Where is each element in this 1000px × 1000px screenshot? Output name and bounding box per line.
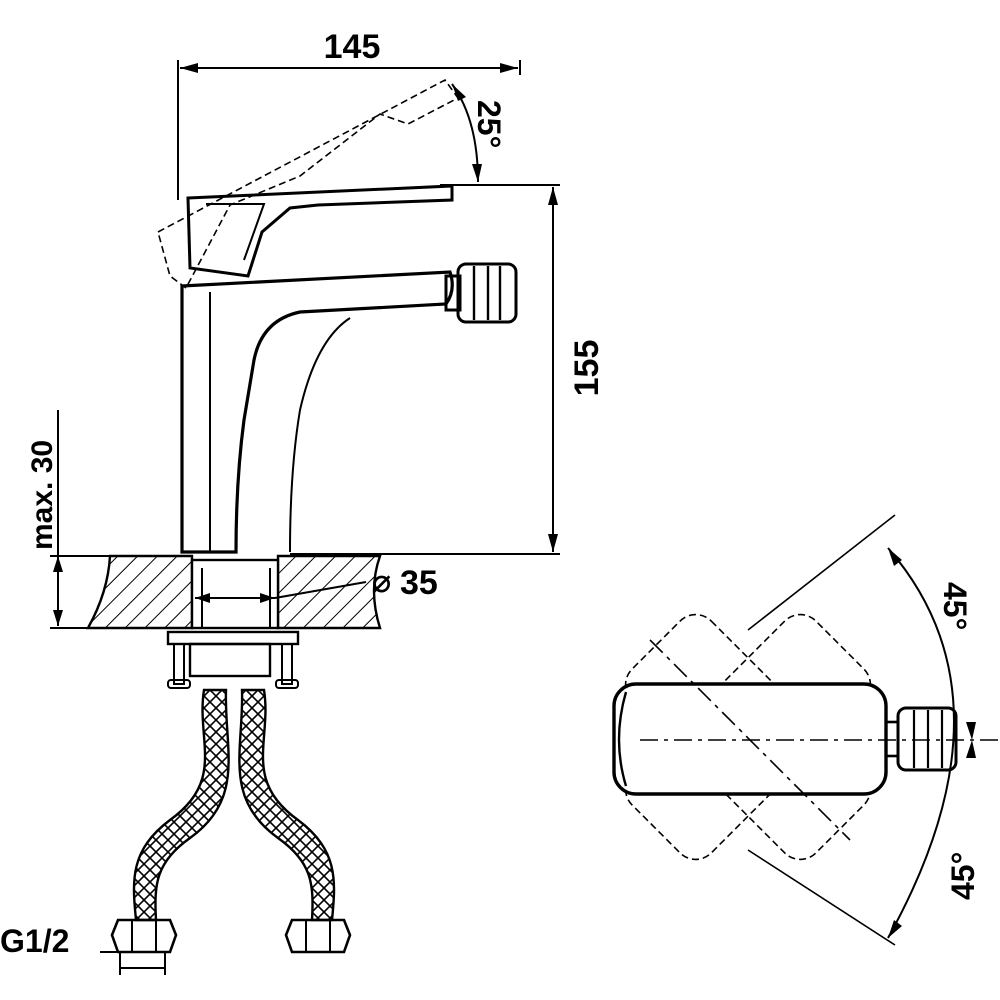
lever-angle-label: 25° xyxy=(471,100,507,148)
height-label: 155 xyxy=(568,340,606,397)
max-thickness-label: max. 30 xyxy=(26,440,59,550)
side-view: 145 25° 155 max. 30 xyxy=(0,28,606,975)
hole-diameter-symbol: ⌀ xyxy=(372,563,391,599)
max-thickness-dimension: max. 30 xyxy=(26,410,190,629)
width-dimension: 145 xyxy=(177,28,521,200)
height-dimension: 155 xyxy=(290,184,606,555)
swivel-angle-bottom-label: 45° xyxy=(945,852,981,900)
nozzle-top-view xyxy=(884,706,958,772)
lever-handle xyxy=(186,184,454,278)
countertop-section: ⌀ 35 xyxy=(85,554,438,630)
thread-dimension: G1/2 xyxy=(0,923,166,975)
swivel-angle-top-label: 45° xyxy=(937,582,973,630)
top-view: 45° 45° xyxy=(612,514,1000,946)
faucet-body xyxy=(180,270,454,554)
hose-nuts xyxy=(110,918,352,954)
swivel-angle-dimension: 45° 45° xyxy=(887,547,981,939)
width-label: 145 xyxy=(324,28,381,66)
flexible-hoses xyxy=(132,688,336,922)
mounting-hardware xyxy=(166,630,300,689)
lever-raised-outline xyxy=(157,78,460,290)
thread-label: G1/2 xyxy=(0,923,69,959)
hole-diameter-label: 35 xyxy=(400,564,438,602)
lever-angle-dimension: 25° xyxy=(451,83,507,183)
spout-nozzle xyxy=(444,262,518,324)
